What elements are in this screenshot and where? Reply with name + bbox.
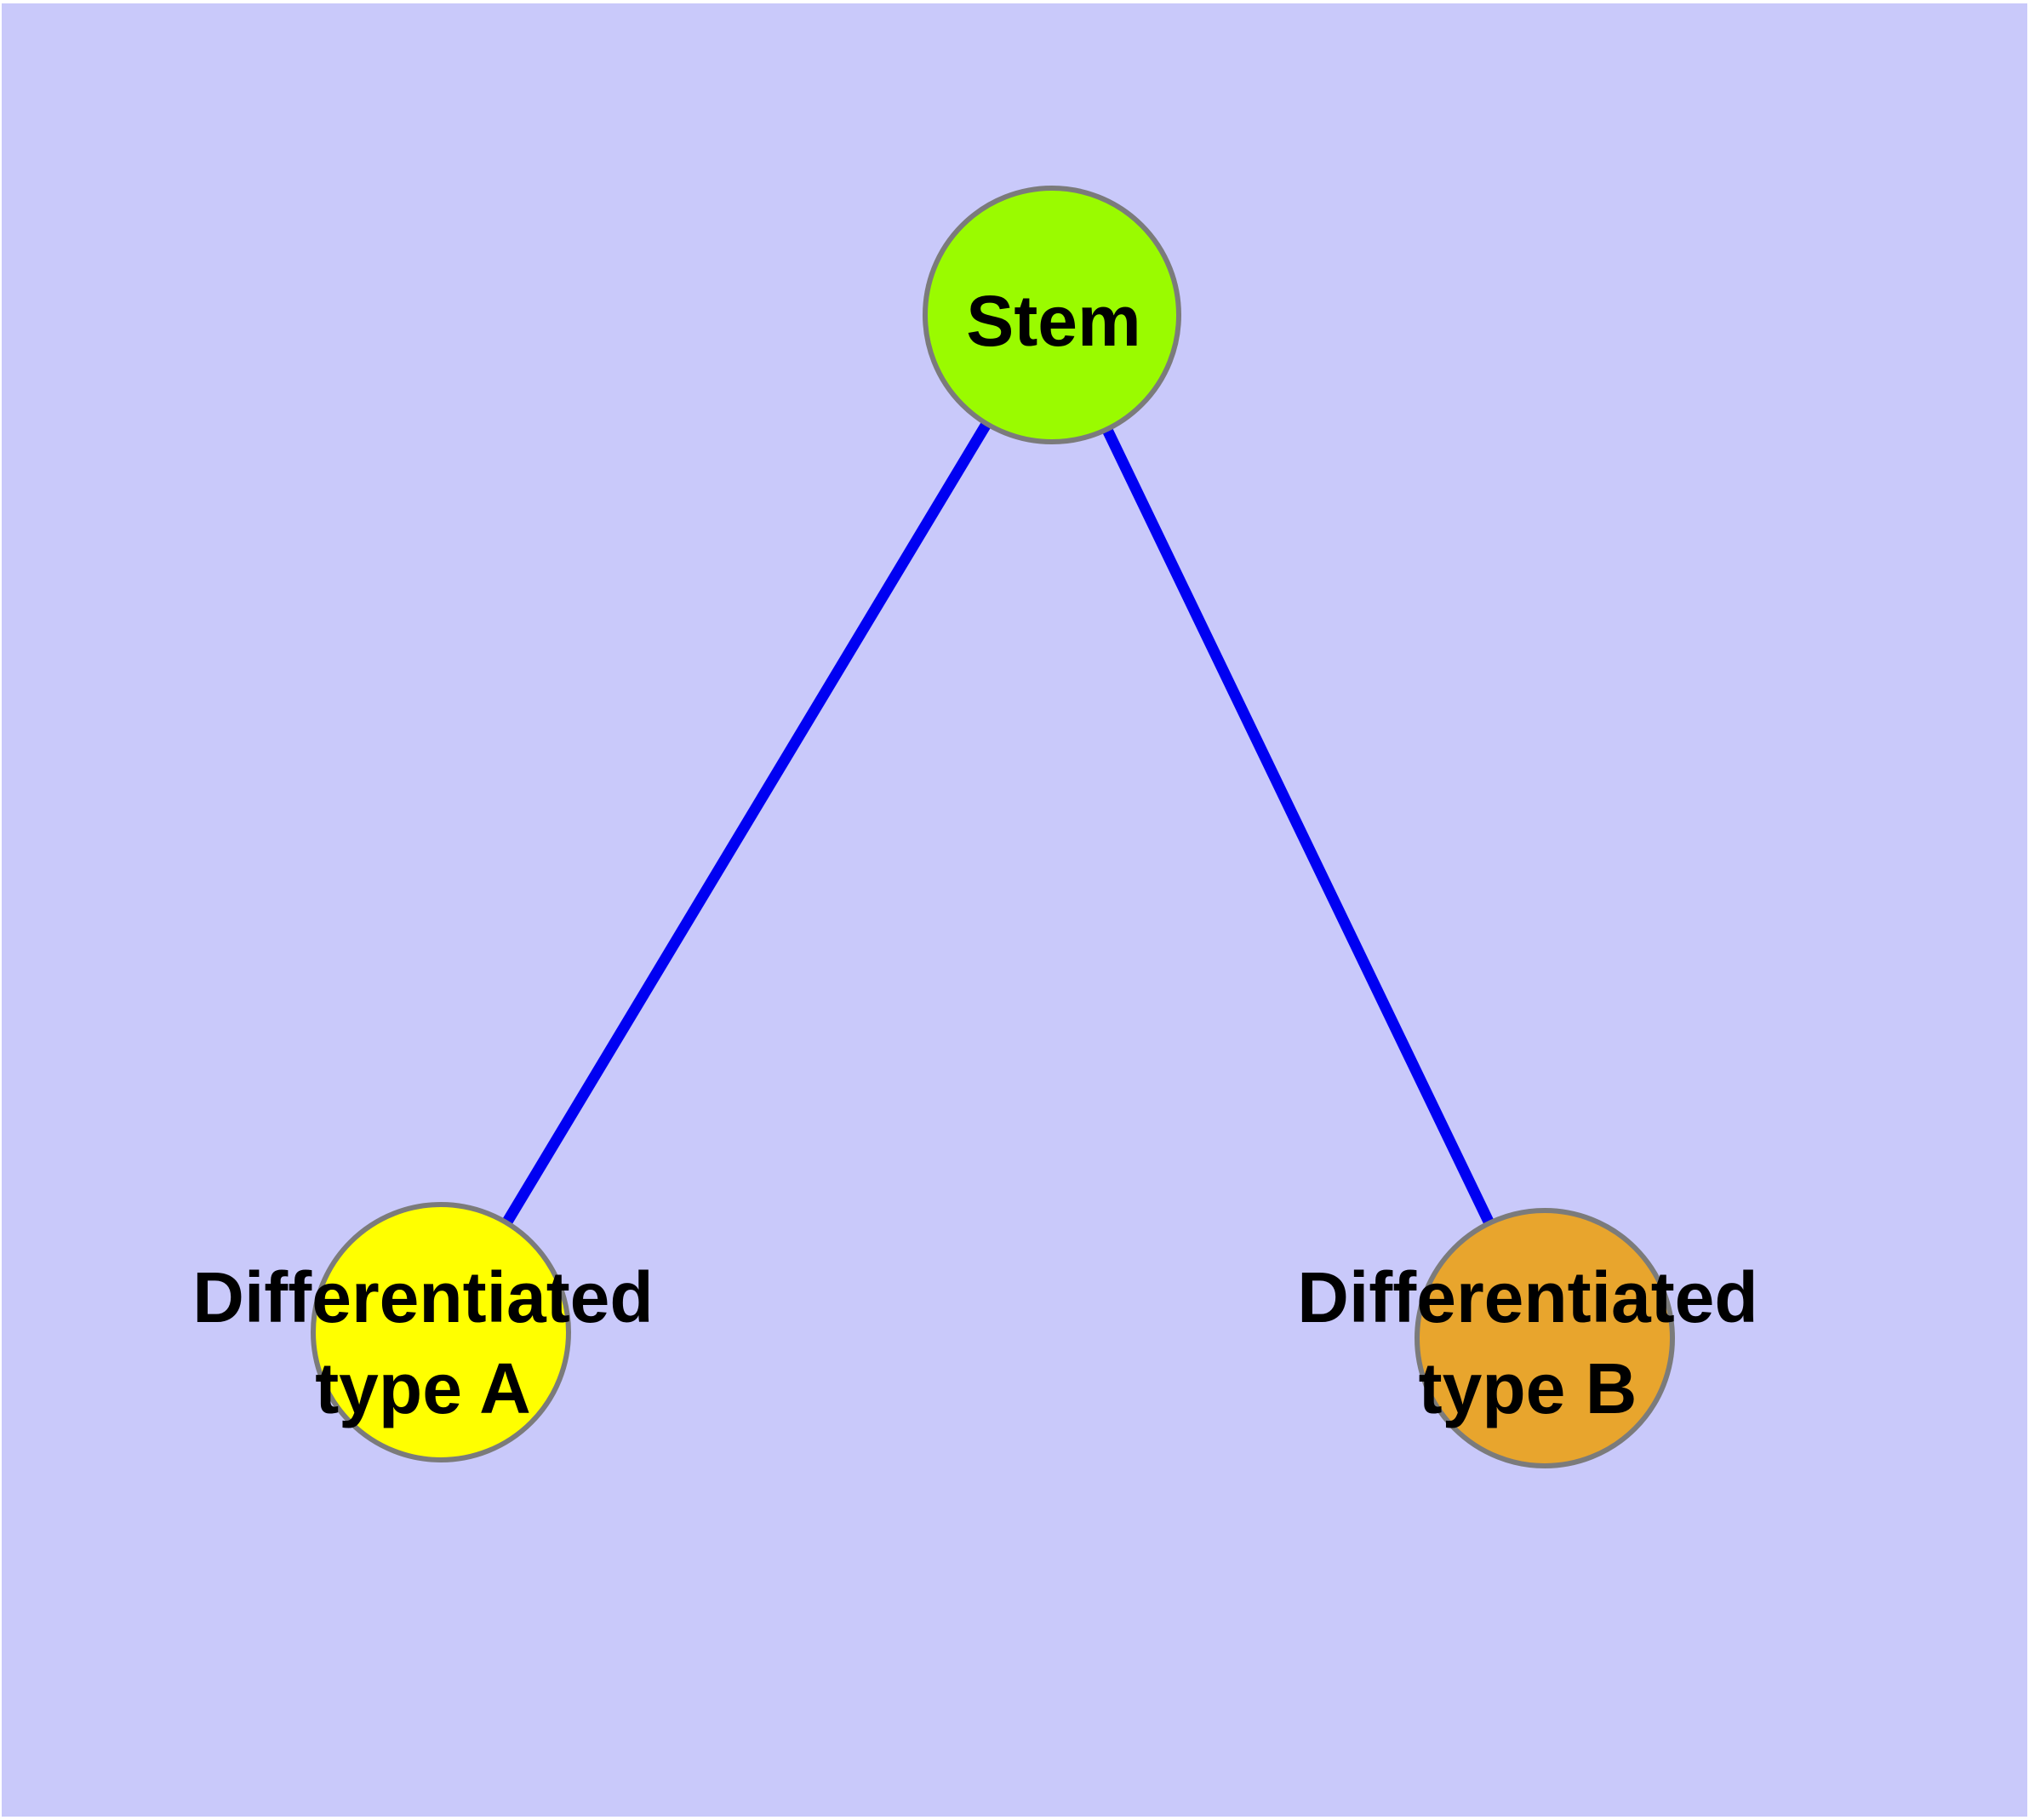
node-differentiated-type-b-label-line1: Differentiated xyxy=(1297,1257,1758,1337)
node-differentiated-type-a-label-line2: type A xyxy=(315,1348,531,1428)
node-differentiated-type-b-label-line2: type B xyxy=(1419,1348,1637,1428)
edge-stem-to-type-a xyxy=(436,312,1057,1336)
edge-stem-to-type-b xyxy=(1047,312,1550,1341)
node-differentiated-type-a-label-line1: Differentiated xyxy=(192,1257,653,1337)
node-differentiated-type-a xyxy=(311,1202,571,1462)
node-stem-label: Stem xyxy=(966,281,1140,361)
node-differentiated-type-b xyxy=(1415,1208,1675,1468)
node-stem xyxy=(923,186,1181,444)
